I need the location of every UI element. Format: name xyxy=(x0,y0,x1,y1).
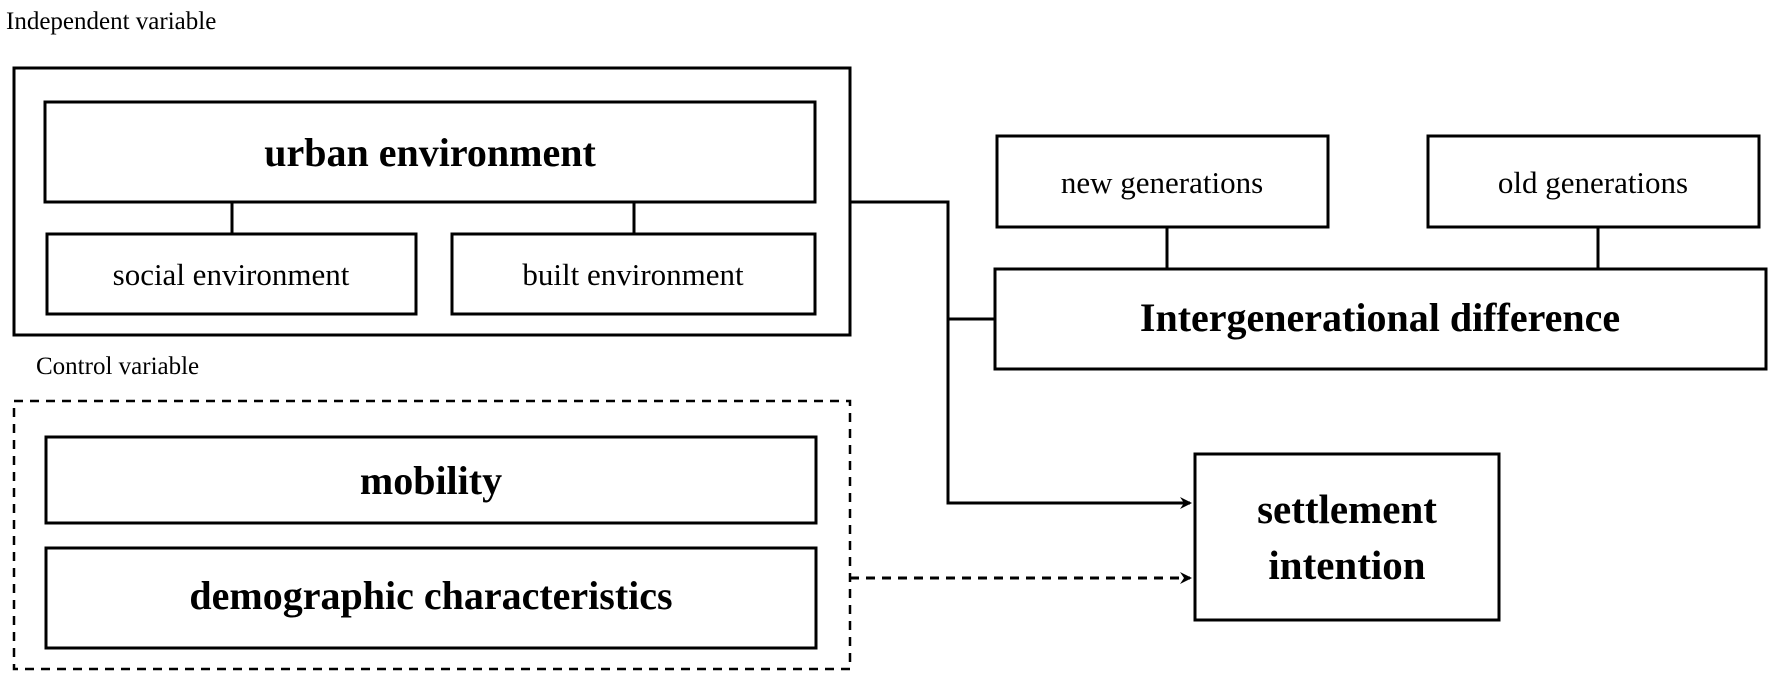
settlement-intention-box xyxy=(1193,452,1501,622)
mobility-box xyxy=(44,435,818,525)
old-generations-box xyxy=(1426,134,1761,229)
old-generations-label: old generations xyxy=(1498,165,1688,200)
settlement-intention-label-line1: settlement xyxy=(1257,486,1437,532)
control-variable-label: Control variable xyxy=(36,353,199,380)
control-variable-group xyxy=(12,399,852,671)
social-environment-box xyxy=(45,232,418,316)
urban-environment-box xyxy=(43,100,817,204)
built-environment-label: built environment xyxy=(522,257,744,292)
new-generations-box xyxy=(995,134,1330,229)
mobility-label: mobility xyxy=(360,458,502,503)
built-environment-box xyxy=(450,232,817,316)
intergenerational-difference-label: Intergenerational difference xyxy=(1140,295,1620,340)
new-generations-label: new generations xyxy=(1061,165,1263,200)
demographic-characteristics-label: demographic characteristics xyxy=(189,573,672,618)
arrow-independent-to-settlement xyxy=(850,200,1192,509)
independent-variable-label: Independent variable xyxy=(6,8,216,35)
urban-environment-label: urban environment xyxy=(264,130,596,175)
demographic-characteristics-box xyxy=(44,546,818,650)
social-environment-label: social environment xyxy=(113,257,350,292)
settlement-intention-label-line2: intention xyxy=(1268,542,1425,588)
